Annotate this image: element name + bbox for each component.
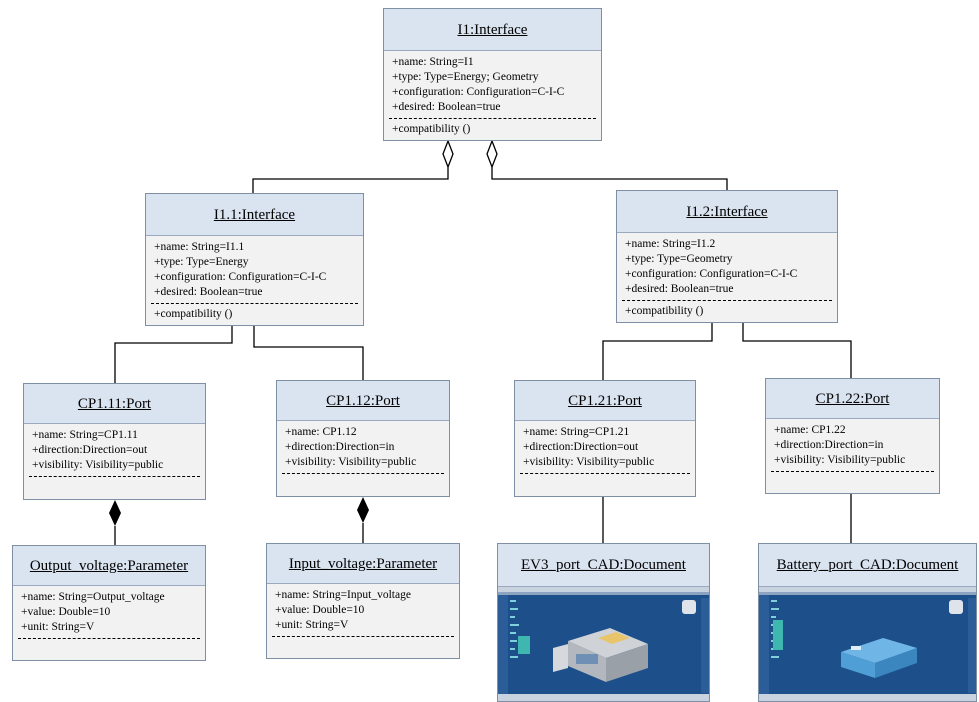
class-output-voltage-parameter[interactable]: Output_voltage:Parameter +name: String=O…: [12, 545, 206, 661]
class-title: Input_voltage:Parameter: [267, 544, 459, 584]
separator: [520, 473, 690, 474]
operation: +compatibility (): [154, 308, 233, 320]
attribute: +desired: Boolean=true: [392, 101, 501, 113]
aggregation-line-i11: [252, 167, 449, 193]
line-i12-cp121: [602, 322, 713, 380]
attribute: +type: Type=Energy; Geometry: [392, 71, 539, 83]
attribute-list: +name: String=I1.1 +type: Type=Energy +c…: [146, 236, 363, 300]
attribute: +name: CP1.12: [285, 426, 357, 438]
class-title: CP1.22:Port: [766, 379, 939, 419]
class-i12-interface[interactable]: I1.2:Interface +name: String=I1.2 +type:…: [616, 190, 838, 323]
attribute: +unit: String=V: [275, 619, 349, 631]
class-title: CP1.11:Port: [24, 384, 205, 424]
line-i12-cp122: [742, 322, 852, 378]
attribute: +desired: Boolean=true: [154, 286, 263, 298]
attribute: +direction:Direction=out: [32, 444, 148, 456]
composition-diamond-outv: [109, 500, 121, 526]
attribute: +value: Double=10: [21, 606, 111, 618]
attribute: +name: String=I1.2: [625, 238, 716, 250]
attribute: +name: String=CP1.21: [523, 426, 630, 438]
attribute-list: +name: String=CP1.21 +direction:Directio…: [515, 421, 695, 470]
attribute: +visibility: Visibility=public: [32, 459, 164, 471]
class-cp122-port[interactable]: CP1.22:Port +name: CP1.22 +direction:Dir…: [765, 378, 940, 494]
attribute: +configuration: Configuration=C-I-C: [392, 86, 565, 98]
attribute-list: +name: CP1.12 +direction:Direction=in +v…: [277, 421, 449, 470]
attribute-list: +name: CP1.22 +direction:Direction=in +v…: [766, 419, 939, 468]
class-cp111-port[interactable]: CP1.11:Port +name: String=CP1.11 +direct…: [23, 383, 206, 500]
operation: +compatibility (): [625, 305, 704, 317]
class-title: I1:Interface: [384, 9, 601, 51]
aggregation-line-i12: [491, 167, 728, 190]
attribute: +type: Type=Geometry: [625, 253, 733, 265]
aggregation-diamond-right: [486, 139, 498, 169]
separator: [151, 303, 358, 304]
attribute: +unit: String=V: [21, 621, 95, 633]
attribute: +configuration: Configuration=C-I-C: [625, 268, 798, 280]
separator: [29, 476, 200, 477]
attribute: +name: String=Output_voltage: [21, 591, 165, 603]
attribute: +name: String=CP1.11: [32, 429, 138, 441]
class-title: Output_voltage:Parameter: [13, 546, 205, 586]
attribute: +configuration: Configuration=C-I-C: [154, 271, 327, 283]
attribute-list: +name: String=I1 +type: Type=Energy; Geo…: [384, 51, 601, 115]
separator: [18, 638, 200, 639]
document-ev3-port-cad[interactable]: EV3_port_CAD:Document: [497, 543, 710, 702]
class-cp112-port[interactable]: CP1.12:Port +name: CP1.12 +direction:Dir…: [276, 380, 450, 497]
class-title: CP1.21:Port: [515, 381, 695, 421]
attribute-list: +name: String=Output_voltage +value: Dou…: [13, 586, 205, 635]
attribute: +name: CP1.22: [774, 424, 846, 436]
attribute: +visibility: Visibility=public: [285, 456, 417, 468]
composition-diamond-inv: [357, 497, 369, 523]
class-i11-interface[interactable]: I1.1:Interface +name: String=I1.1 +type:…: [145, 193, 364, 326]
line-i11-cp111: [114, 326, 233, 383]
class-title: I1.2:Interface: [617, 191, 837, 233]
separator: [389, 118, 596, 119]
attribute: +direction:Direction=out: [523, 441, 639, 453]
attribute: +visibility: Visibility=public: [774, 454, 906, 466]
attribute-list: +name: String=I1.2 +type: Type=Geometry …: [617, 233, 837, 297]
document-title: Battery_port_CAD:Document: [759, 544, 976, 587]
attribute: +desired: Boolean=true: [625, 283, 734, 295]
class-i1-interface[interactable]: I1:Interface +name: String=I1 +type: Typ…: [383, 8, 602, 141]
aggregation-diamond-left: [442, 139, 454, 169]
class-title: I1.1:Interface: [146, 194, 363, 236]
attribute: +direction:Direction=in: [285, 441, 395, 453]
document-battery-port-cad[interactable]: Battery_port_CAD:Document: [758, 543, 977, 702]
separator: [622, 300, 832, 301]
line-i11-cp112: [253, 326, 364, 380]
class-title: CP1.12:Port: [277, 381, 449, 421]
attribute-list: +name: String=CP1.11 +direction:Directio…: [24, 424, 205, 473]
attribute: +value: Double=10: [275, 604, 365, 616]
class-cp121-port[interactable]: CP1.21:Port +name: String=CP1.21 +direct…: [514, 380, 696, 497]
attribute: +type: Type=Energy: [154, 256, 249, 268]
class-input-voltage-parameter[interactable]: Input_voltage:Parameter +name: String=In…: [266, 543, 460, 659]
separator: [771, 471, 934, 472]
cad-screenshot-image: [759, 586, 976, 701]
attribute: +name: String=Input_voltage: [275, 589, 411, 601]
attribute: +name: String=I1.1: [154, 241, 245, 253]
attribute: +direction:Direction=in: [774, 439, 884, 451]
document-title: EV3_port_CAD:Document: [498, 544, 709, 587]
cad-screenshot-image: [498, 586, 709, 701]
operation: +compatibility (): [392, 123, 471, 135]
attribute-list: +name: String=Input_voltage +value: Doub…: [267, 584, 459, 633]
separator: [272, 636, 454, 637]
attribute: +visibility: Visibility=public: [523, 456, 655, 468]
separator: [282, 473, 444, 474]
attribute: +name: String=I1: [392, 56, 474, 68]
